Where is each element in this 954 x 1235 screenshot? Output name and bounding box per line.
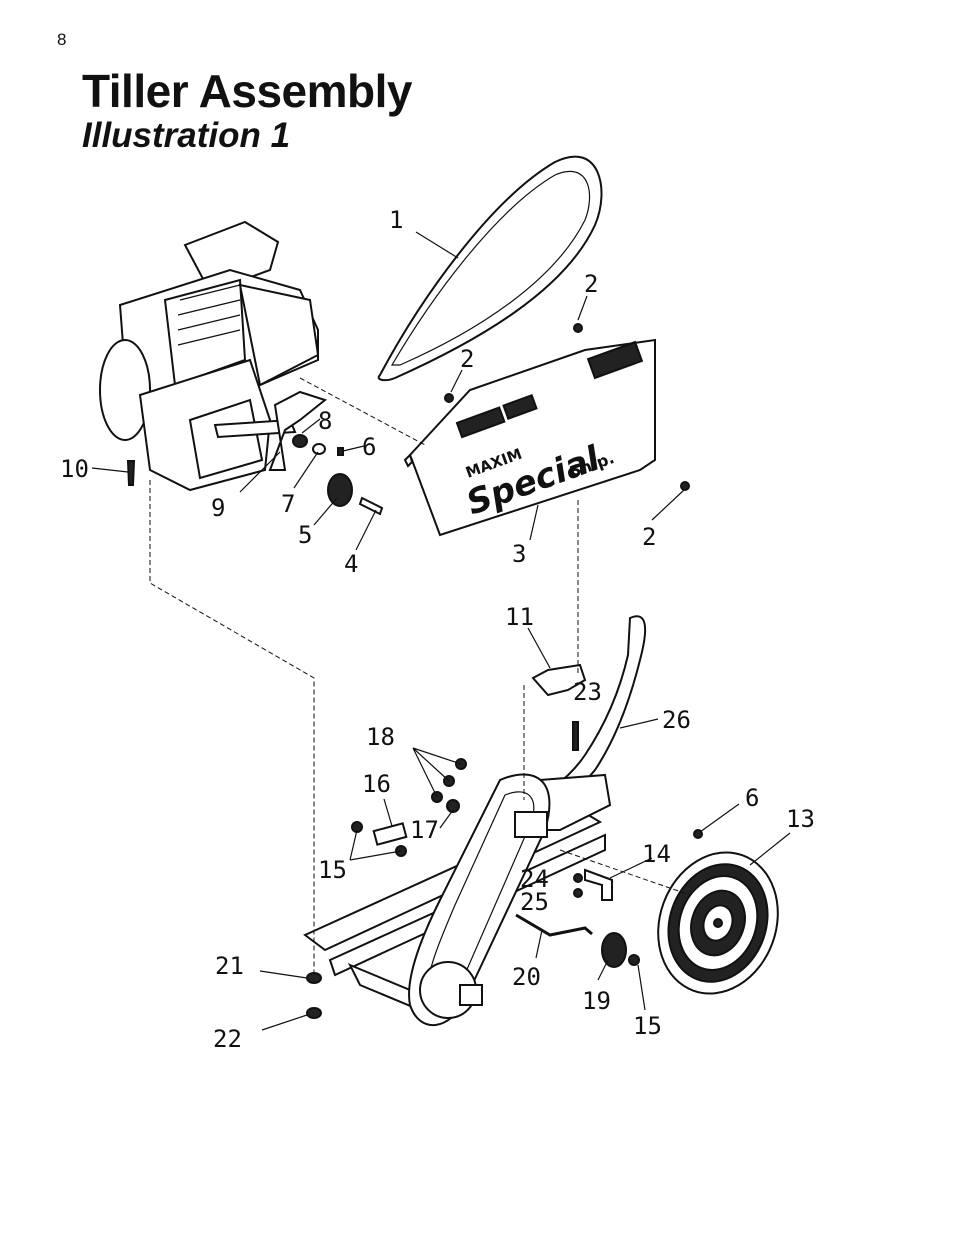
illustration-subtitle: Illustration 1 [82,116,291,155]
callout-18: 18 [366,723,395,751]
chain-case [408,773,551,1026]
callout-26: 26 [662,706,691,734]
belt-guard-cover: MAXIM Special 5h.p. [403,338,656,537]
callout-1: 1 [389,206,403,234]
wheel [657,851,779,995]
misc-hardware [306,323,703,1019]
engine [99,220,320,492]
callout-21: 21 [215,952,244,980]
callout-6b: 6 [745,784,759,812]
callout-17: 17 [410,816,439,844]
page-title: Tiller Assembly [82,65,413,117]
callout-4: 4 [344,550,358,578]
page-number: 8 [57,30,67,49]
callout-11: 11 [505,603,534,631]
callout-8: 8 [318,407,332,435]
callout-7: 7 [281,490,295,518]
callout-25: 25 [520,888,549,916]
callout-13: 13 [786,805,815,833]
engine-hardware [126,390,384,516]
callout-24: 24 [520,865,549,893]
callout-19: 19 [582,987,611,1015]
callout-23: 23 [573,678,602,706]
callout-14: 14 [642,840,671,868]
callout-15b: 15 [633,1012,662,1040]
callout-numbers: 1 2 2 2 3 4 5 6 7 8 9 10 11 23 26 18 16 … [60,206,815,1053]
callout-16: 16 [362,770,391,798]
callout-3: 3 [512,540,526,568]
callout-20: 20 [512,963,541,991]
callout-6a: 6 [362,433,376,461]
alignment-lines [149,377,691,978]
leader-lines [91,231,791,1031]
callout-15a: 15 [318,856,347,884]
callout-10: 10 [60,455,89,483]
callout-2c: 2 [642,523,656,551]
callout-5: 5 [298,521,312,549]
callout-9: 9 [211,494,225,522]
callout-2a: 2 [584,270,598,298]
callout-22: 22 [213,1025,242,1053]
drive-belt [377,155,603,382]
callout-2b: 2 [460,345,474,373]
